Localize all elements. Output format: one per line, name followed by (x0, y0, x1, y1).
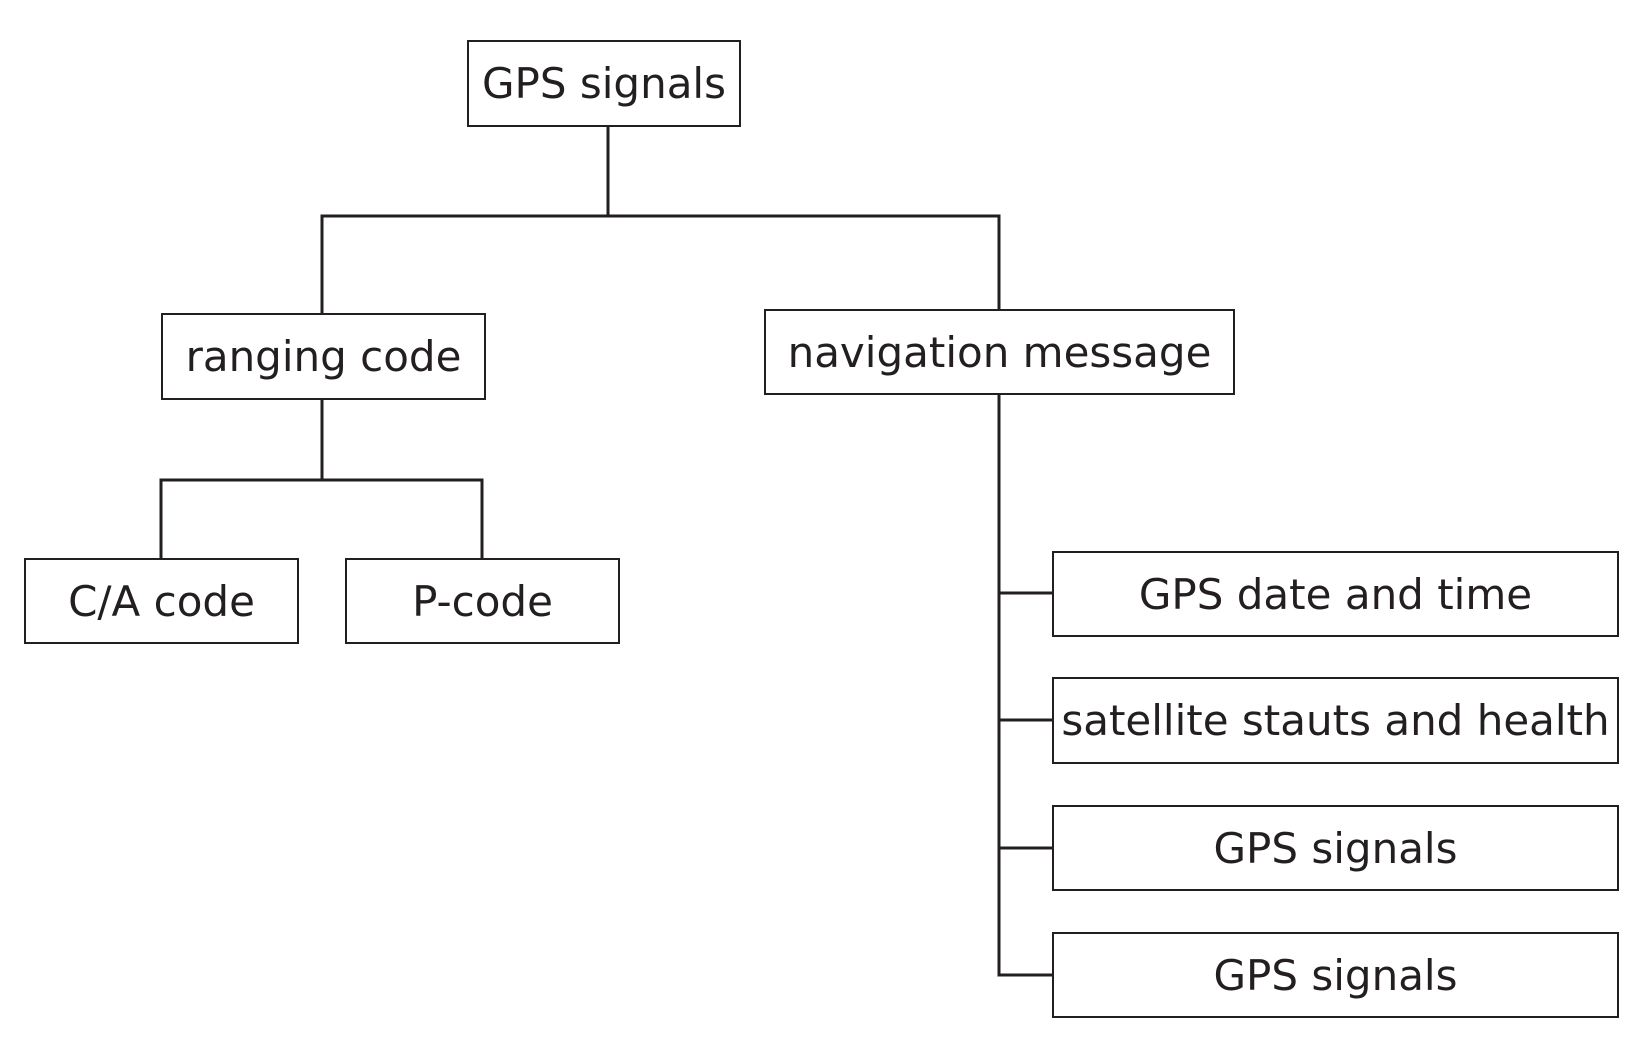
root-node: GPS signals (467, 40, 741, 127)
p-code-node: P-code (345, 558, 620, 644)
navigation-message-node: navigation message (764, 309, 1235, 395)
nav-item-gps-signals-2: GPS signals (1052, 932, 1619, 1018)
ranging-code-node: ranging code (161, 313, 486, 400)
nav-item-satellite-status-health: satellite stauts and health (1052, 677, 1619, 764)
ca-code-node: C/A code (24, 558, 299, 644)
nav-item-gps-signals-1: GPS signals (1052, 805, 1619, 891)
nav-item-gps-date-time: GPS date and time (1052, 551, 1619, 637)
